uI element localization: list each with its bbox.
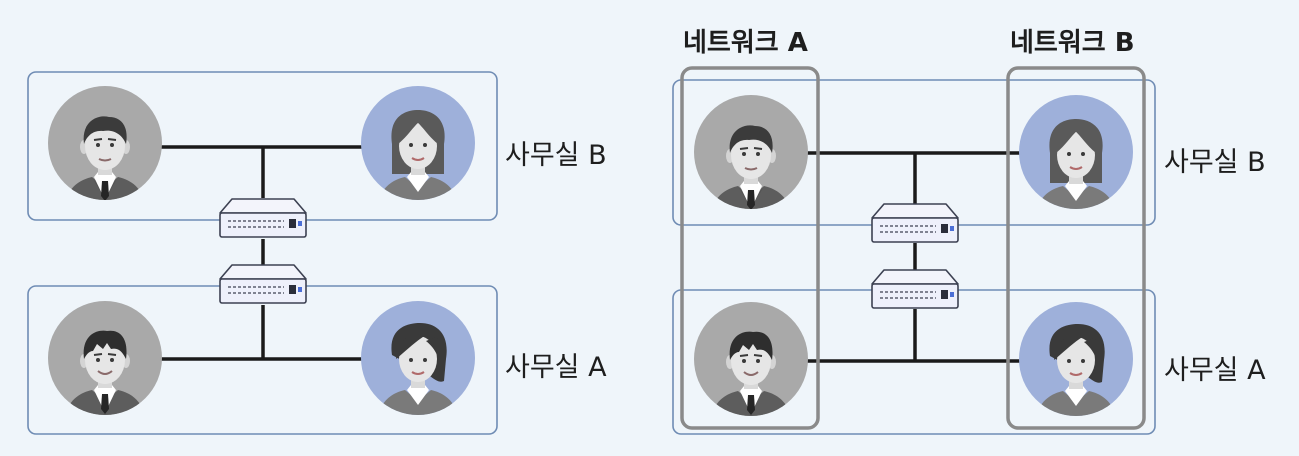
male-user-icon xyxy=(694,302,808,416)
right-diagram xyxy=(672,66,1156,435)
network-b-box xyxy=(1006,66,1146,430)
male-user-icon xyxy=(694,95,808,209)
network-switch-icon xyxy=(871,269,959,311)
network-switch-icon xyxy=(219,264,307,306)
female-user-icon xyxy=(1019,302,1133,416)
male-user-icon xyxy=(48,301,162,415)
wires xyxy=(158,145,362,361)
office-b-label: 사무실 B xyxy=(1164,147,1266,178)
female-user-icon xyxy=(361,86,475,200)
network-b-label: 네트워크 B xyxy=(1010,28,1135,58)
female-user-icon xyxy=(1019,95,1133,209)
office-b-label: 사무실 B xyxy=(505,140,607,171)
network-switch-icon xyxy=(871,203,959,245)
office-a-label: 사무실 A xyxy=(1164,355,1266,386)
male-user-icon xyxy=(48,86,162,200)
network-a-label: 네트워크 A xyxy=(683,28,808,58)
wires xyxy=(805,151,1020,363)
office-a-label: 사무실 A xyxy=(505,352,607,383)
female-user-icon xyxy=(361,301,475,415)
network-a-box xyxy=(680,66,820,430)
left-diagram xyxy=(27,71,498,435)
network-switch-icon xyxy=(219,198,307,240)
